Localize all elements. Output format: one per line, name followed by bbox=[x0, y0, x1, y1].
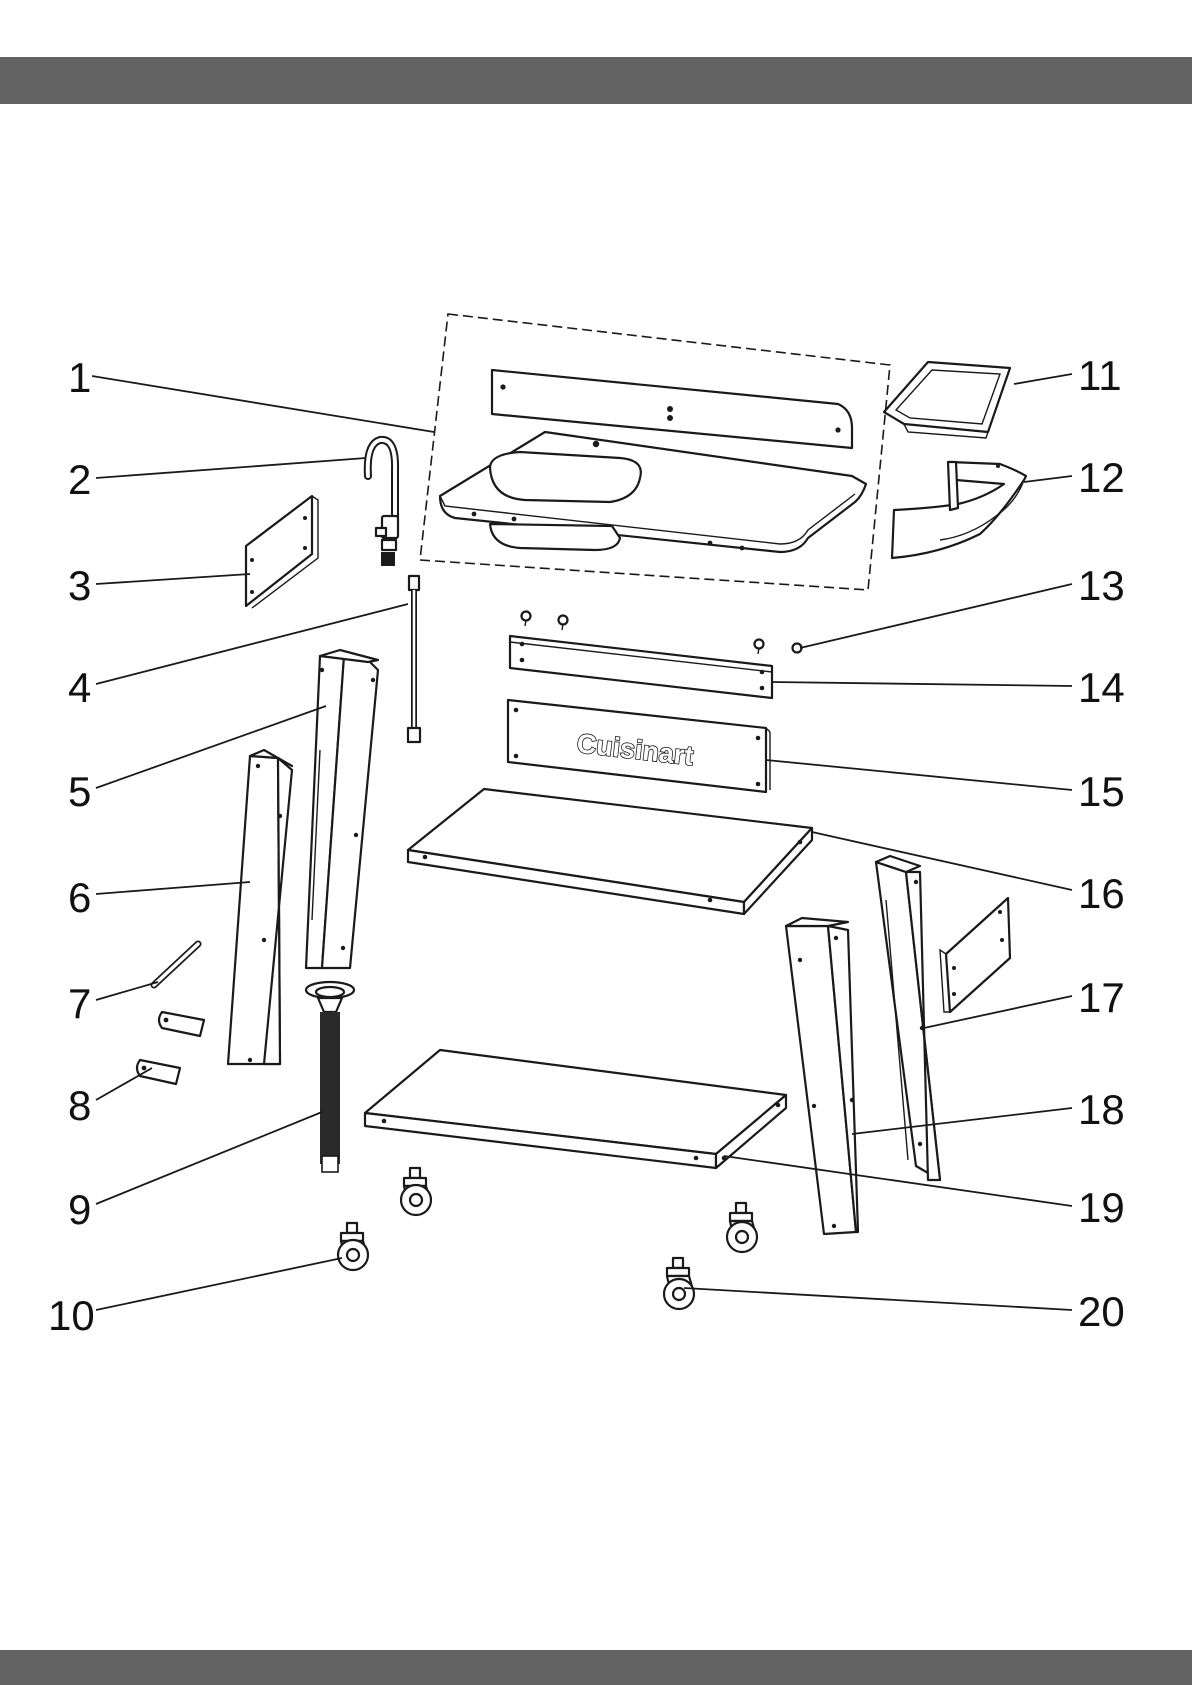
part-number-8: 8 bbox=[68, 1082, 91, 1129]
part-20-caster bbox=[401, 1168, 431, 1215]
leader-1 bbox=[92, 376, 434, 432]
part-18-front-right-leg bbox=[786, 918, 858, 1234]
part-9-drain bbox=[306, 982, 354, 1172]
part-2-faucet bbox=[368, 440, 398, 566]
part-11-tray bbox=[884, 362, 1010, 438]
part-number-15: 15 bbox=[1078, 768, 1125, 815]
part-number-7: 7 bbox=[68, 980, 91, 1027]
part-1-sink-assembly bbox=[420, 314, 890, 590]
part-8-clips bbox=[137, 1012, 204, 1084]
leader-14 bbox=[772, 682, 1072, 686]
part-20-caster bbox=[664, 1258, 694, 1309]
part-number-9: 9 bbox=[68, 1186, 91, 1233]
part-6-front-leg bbox=[228, 750, 292, 1064]
leader-7 bbox=[96, 982, 158, 1000]
part-number-16: 16 bbox=[1078, 870, 1125, 917]
part-number-3: 3 bbox=[68, 562, 91, 609]
part-14-cross-brace bbox=[510, 636, 772, 698]
part-number-20: 20 bbox=[1078, 1288, 1125, 1335]
leader-6 bbox=[96, 882, 250, 894]
leader-12 bbox=[1024, 476, 1072, 482]
part-19-lower-shelf bbox=[365, 1050, 786, 1168]
part-number-11: 11 bbox=[1078, 352, 1122, 399]
part-number-19: 19 bbox=[1078, 1184, 1125, 1231]
part-15-brand-panel: Cuisinart bbox=[508, 700, 770, 792]
part-7-rod bbox=[154, 944, 198, 985]
part-5-rear-leg bbox=[306, 650, 378, 968]
leader-18 bbox=[852, 1108, 1072, 1134]
part-number-10: 10 bbox=[48, 1292, 95, 1339]
part-number-18: 18 bbox=[1078, 1086, 1125, 1133]
leader-2 bbox=[96, 458, 366, 478]
leader-3 bbox=[96, 574, 250, 584]
part-number-17: 17 bbox=[1078, 974, 1125, 1021]
leader-9 bbox=[96, 1112, 322, 1204]
leader-19 bbox=[724, 1156, 1072, 1206]
leader-16 bbox=[812, 832, 1072, 890]
leader-15 bbox=[766, 760, 1072, 790]
footer-bar bbox=[0, 1650, 1192, 1685]
part-number-12: 12 bbox=[1078, 454, 1125, 501]
part-number-14: 14 bbox=[1078, 664, 1125, 711]
part-12-curved-shelf bbox=[892, 462, 1026, 558]
part-number-1: 1 bbox=[68, 354, 91, 401]
leader-8 bbox=[96, 1068, 152, 1100]
part-4-water-hose bbox=[408, 576, 420, 742]
part-number-5: 5 bbox=[68, 768, 91, 815]
part-10-caster bbox=[338, 1223, 368, 1270]
leader-10 bbox=[96, 1258, 342, 1310]
leader-20 bbox=[684, 1288, 1072, 1310]
part-3-side-bracket bbox=[246, 496, 318, 608]
part-17-side-leg bbox=[876, 856, 940, 1180]
part-number-4: 4 bbox=[68, 664, 91, 711]
part-number-2: 2 bbox=[68, 456, 91, 503]
part-16-upper-shelf bbox=[408, 789, 812, 914]
leader-11 bbox=[1014, 374, 1072, 384]
leader-13 bbox=[800, 584, 1072, 648]
part-17-bracket bbox=[940, 898, 1010, 1012]
part-number-6: 6 bbox=[68, 874, 91, 921]
part-20-caster bbox=[727, 1203, 757, 1252]
part-number-13: 13 bbox=[1078, 562, 1125, 609]
